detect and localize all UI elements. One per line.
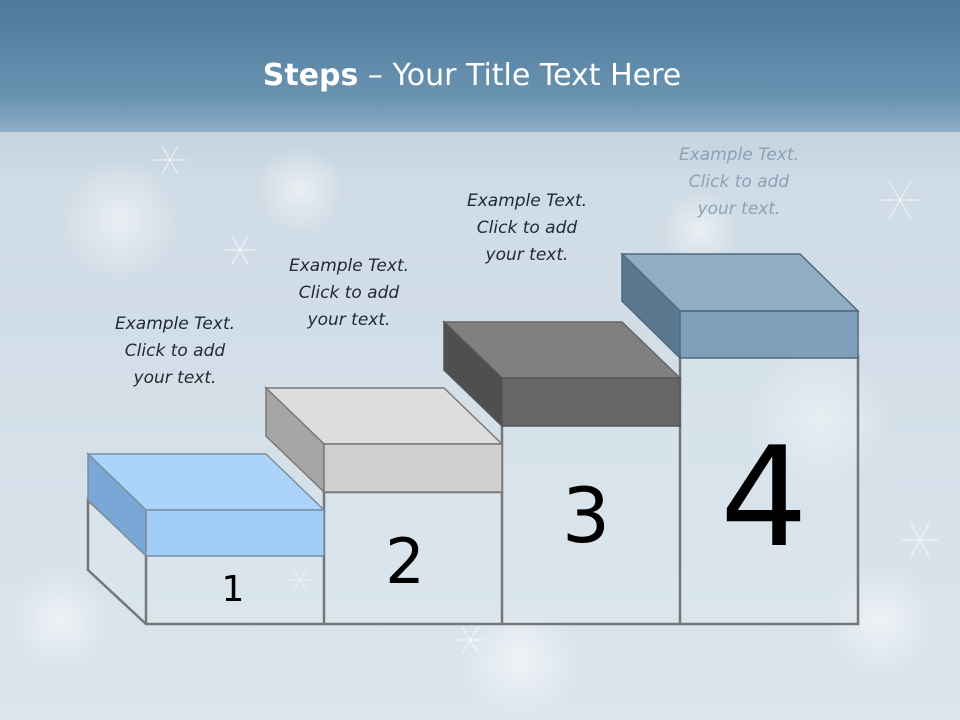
step-3-block[interactable] xyxy=(442,320,682,428)
bokeh-decoration xyxy=(10,145,935,720)
step-4-block[interactable] xyxy=(620,252,860,360)
step-1-front xyxy=(145,509,325,557)
step-4-text[interactable]: Example Text. Click to add your text. xyxy=(678,145,800,219)
step-2-block[interactable] xyxy=(264,386,504,494)
step-1-block[interactable] xyxy=(86,452,326,558)
title-rest: – Your Title Text Here xyxy=(358,58,682,93)
snowflake-decoration xyxy=(154,145,938,654)
header-band xyxy=(0,0,960,132)
step-3-number: 3 xyxy=(561,471,611,560)
page-title[interactable]: Steps – Your Title Text Here xyxy=(0,56,944,96)
step-4-number: 4 xyxy=(720,417,808,578)
step-1-text[interactable]: Example Text. Click to add your text. xyxy=(114,314,236,388)
title-bold: Steps xyxy=(262,58,359,93)
step-3-text[interactable]: Example Text. Click to add your text. xyxy=(466,191,588,265)
step-3-front xyxy=(501,377,681,427)
step-2-front xyxy=(323,443,503,493)
step-1-number: 1 xyxy=(221,569,245,610)
step-2-text[interactable]: Example Text. Click to add your text. xyxy=(288,256,410,330)
step-2-number: 2 xyxy=(385,525,425,598)
step-4-front xyxy=(679,310,859,359)
